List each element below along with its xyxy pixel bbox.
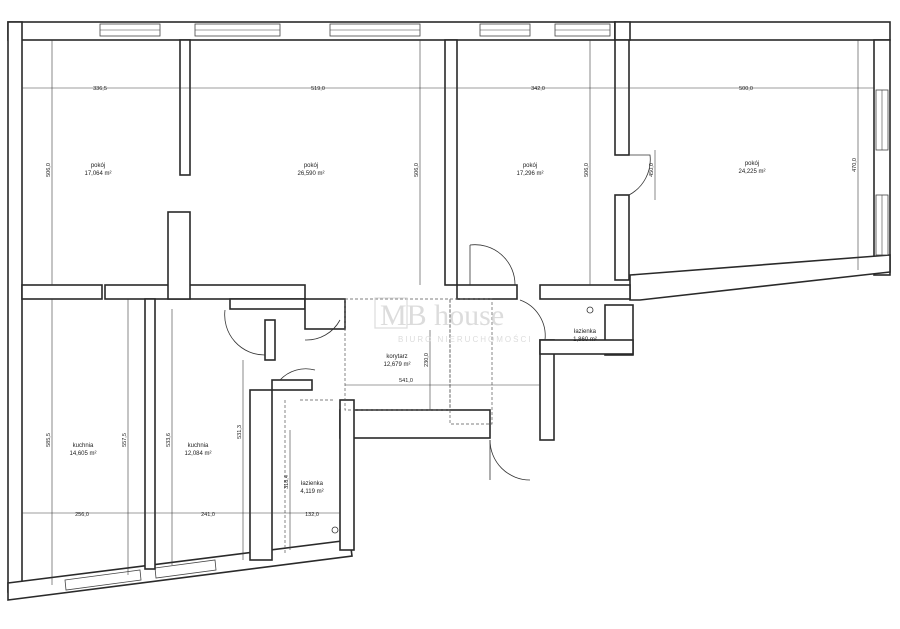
room-1-area: 17,064 m² [84,171,111,177]
dim-corridor-h: 541,0 [399,378,413,384]
windows [64,23,889,591]
watermark-logo-box [374,297,408,329]
doors [224,154,651,555]
dim-v-room3: 506,0 [584,163,590,177]
watermark-main: MB house [380,299,504,332]
dim-top-1: 336,5 [93,86,107,92]
room-6-name: korytarz [386,354,407,360]
dim-v-door: 450,0 [649,163,655,177]
room-3-area: 17,296 m² [516,171,543,177]
dim-top-3: 342,0 [531,86,545,92]
dimension-lines [22,40,874,585]
sink-icon [586,306,594,314]
dim-top-4: 500,0 [739,86,753,92]
dim-bottom-2: 241,0 [201,512,215,518]
room-2-name: pokój [304,163,318,169]
room-8-area: 12,084 m² [184,451,211,457]
room-4-name: pokój [745,161,759,167]
room-7-area: 14,605 m² [69,451,96,457]
room-5-name: łazienka [574,329,597,335]
room-4-area: 24,225 m² [738,169,765,175]
dim-v-kitchen1b: 557,5 [122,433,128,447]
dim-top-2: 519,0 [311,86,325,92]
room-5-area: 1,860 m² [573,337,597,343]
dim-v-kitchen1: 585,5 [46,433,52,447]
room-8-name: kuchnia [188,443,209,449]
room-9-area: 4,119 m² [300,489,323,495]
dim-v-room1: 506,0 [46,163,52,177]
sink-icon [331,526,339,534]
room-3-name: pokój [523,163,537,169]
dim-v-kitchen2: 533,6 [166,433,172,447]
dim-corridor-v: 230,0 [424,353,430,367]
dim-v-room2: 506,0 [414,163,420,177]
watermark-sub: BIURO NIERUCHOMOŚCI [398,335,532,344]
dim-v-bath: 318,4 [284,475,290,489]
room-7-name: kuchnia [73,443,94,449]
dim-bottom-1: 256,0 [75,512,89,518]
dim-bottom-3: 132,0 [305,512,319,518]
room-9-name: łazienka [301,481,324,487]
room-2-area: 26,590 m² [297,171,324,177]
dim-v-room4: 470,0 [852,158,858,172]
room-6-area: 12,679 m² [383,362,410,368]
interior-walls [21,39,634,570]
dim-v-kitchen2b: 531,3 [237,425,243,439]
room-1-name: pokój [91,163,105,169]
watermark: MB house BIURO NIERUCHOMOŚCI [374,297,532,344]
